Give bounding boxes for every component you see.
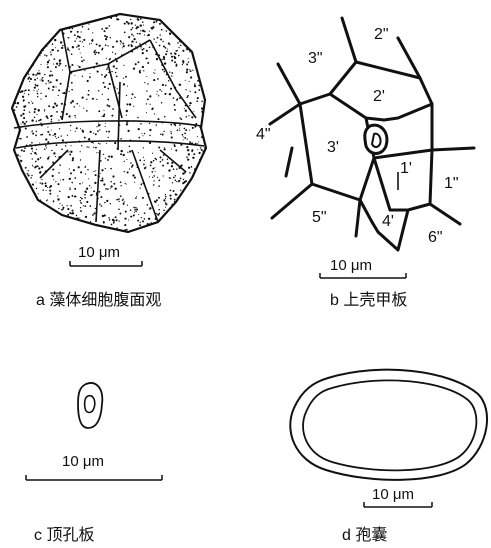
plate-label-3pp: 3" (308, 50, 323, 67)
scale-label-b: 10 μm (330, 257, 372, 274)
cyst-outer-wall (290, 370, 487, 480)
scale-label-a: 10 μm (78, 244, 120, 261)
panel-a: 10 μm a 藻体细胞腹面观 (12, 14, 206, 309)
caption-c: c 顶孔板 (34, 526, 94, 544)
plate-label-4p: 4' (382, 213, 394, 230)
cyst-inner-wall (303, 380, 476, 470)
plate-label-4pp: 4" (256, 126, 271, 143)
plate-label-1p: 1' (400, 160, 412, 177)
plate-label-2p: 2' (373, 88, 385, 105)
caption-a: a 藻体细胞腹面观 (36, 291, 161, 309)
caption-b: b 上壳甲板 (330, 291, 407, 309)
plate-label-2pp: 2" (374, 26, 389, 43)
caption-d: d 孢囊 (342, 526, 387, 544)
plate-label-5pp: 5" (312, 209, 327, 226)
panel-d: 10 μm d 孢囊 (290, 370, 487, 544)
plate-label-3p: 3' (327, 139, 339, 156)
plate-label-1pp: 1" (444, 175, 459, 192)
panel-c: 10 μm c 顶孔板 (26, 383, 162, 544)
panel-b: 2" 3" 2' 4" 3' 1' 1" 5" 4' 6" 10 μm b 上壳… (256, 18, 474, 309)
cell-body-drawing (12, 14, 206, 232)
scale-label-c: 10 μm (62, 453, 104, 470)
scale-label-d: 10 μm (372, 486, 414, 503)
plate-label-6pp: 6" (428, 229, 443, 246)
